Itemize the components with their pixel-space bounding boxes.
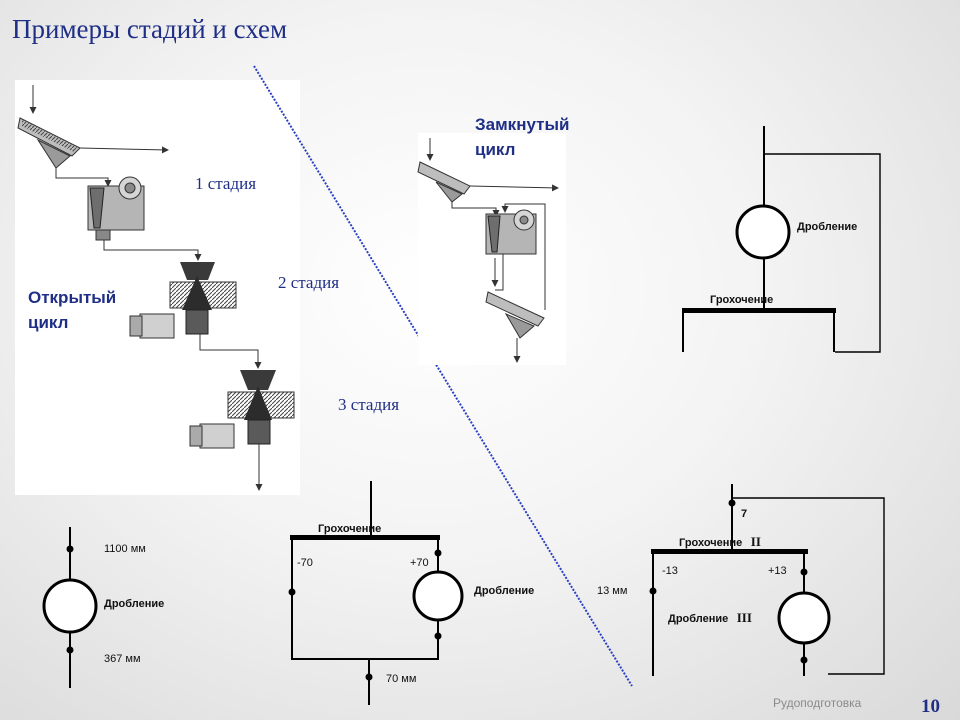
screen-bar: [682, 308, 836, 313]
product-size-label: 367 мм: [104, 653, 141, 665]
oversize-label: +70: [410, 557, 429, 569]
footer-text: Рудоподготовка: [773, 696, 862, 710]
stage3-product-size-label: 13 мм: [597, 585, 627, 597]
open-scheme-crushing-label: Дробление: [104, 598, 164, 610]
prescreen-crushing-label: Дробление: [474, 585, 534, 597]
undersize-label: -70: [297, 557, 313, 569]
closed-scheme-crushing-label: Дробление: [797, 221, 857, 233]
closed-jaw-crusher-icon: [485, 209, 537, 255]
stage-2-label: 2 стадия: [278, 273, 339, 292]
cone-crusher-2-icon: [189, 370, 295, 449]
crusher-circle: [412, 570, 464, 622]
closed-scheme-diagram: [682, 126, 881, 353]
screen-bar: [651, 549, 808, 554]
crusher-circle: [777, 591, 831, 645]
stage3-undersize-label: -13: [662, 565, 678, 577]
closed-screen-1-icon: [417, 161, 471, 203]
open-cycle-label: Открытый цикл: [28, 288, 121, 332]
crusher-circle: [42, 578, 98, 634]
crusher-circle: [735, 204, 791, 260]
stage-3-label: 3 стадия: [338, 395, 399, 414]
open-cycle-flowsheet: [15, 80, 300, 495]
cone-crusher-1-icon: [129, 262, 237, 339]
prescreen-product-size-label: 70 мм: [386, 673, 416, 685]
stage3-screening-label: Грохочение II: [679, 533, 761, 550]
jaw-crusher-icon: [87, 176, 145, 241]
feed-size-label: 1100 мм: [104, 543, 146, 555]
screen-1-icon: [17, 117, 81, 169]
closed-screen-2-icon: [485, 291, 545, 339]
stage3-feed-label: 7: [741, 508, 747, 520]
screen-bar: [290, 535, 440, 540]
stage3-scheme-diagram: [649, 484, 885, 676]
stage3-oversize-label: +13: [768, 565, 787, 577]
open-scheme-diagram: [42, 527, 98, 688]
prescreen-scheme-diagram: [288, 481, 464, 705]
stage3-crushing-label: Дробление III: [668, 609, 752, 626]
page-number: 10: [921, 696, 940, 717]
closed-scheme-screening-label: Грохочение: [710, 294, 773, 306]
stage-1-label: 1 стадия: [195, 174, 256, 193]
prescreen-screening-label: Грохочение: [318, 523, 381, 535]
closed-cycle-flowsheet: [417, 133, 566, 365]
slide-title: Примеры стадий и схем: [12, 14, 287, 44]
closed-cycle-label: Замкнутый цикл: [475, 115, 574, 159]
